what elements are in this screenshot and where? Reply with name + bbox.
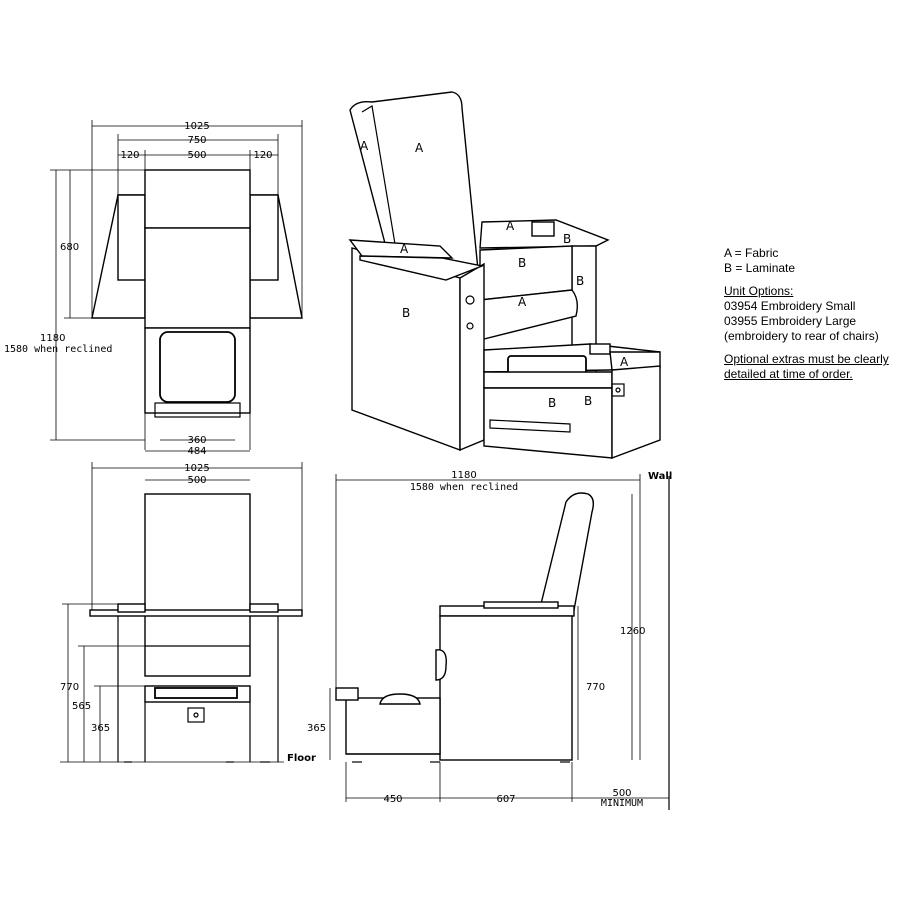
iso-label-a-3: A (400, 242, 409, 256)
iso-label-b-4: B (402, 306, 410, 320)
legend-panel: A = Fabric B = Laminate Unit Options: 03… (724, 246, 900, 382)
wall-label: Wall (648, 471, 672, 482)
dim-top-120-left: 120 (120, 150, 139, 161)
dim-side-1260: 1260 (620, 626, 645, 637)
legend-options-title: Unit Options: (724, 284, 794, 298)
dim-front-770: 770 (60, 682, 79, 693)
dim-top-120-right: 120 (253, 150, 272, 161)
dim-top-484: 484 (187, 446, 206, 457)
legend-option-1: 03954 Embroidery Small (724, 299, 856, 313)
floor-label: Floor (287, 753, 316, 764)
front-view: 1025 500 770 565 365 Floor (60, 462, 316, 764)
dim-top-750: 750 (187, 135, 206, 146)
iso-label-a-1: A (360, 139, 369, 153)
iso-label-b-6: B (584, 394, 592, 408)
legend-option-2: 03955 Embroidery Large (724, 314, 857, 328)
dim-side-607: 607 (496, 794, 515, 805)
iso-label-b-2: B (518, 256, 526, 270)
dim-top-1580-reclined: 1580 when reclined (4, 344, 112, 355)
iso-label-b-3: B (576, 274, 584, 288)
legend-option-3: (embroidery to rear of chairs) (724, 329, 879, 343)
dim-front-565: 565 (72, 701, 91, 712)
dim-side-1180: 1180 (451, 470, 476, 481)
legend-note-1: Optional extras must be clearly (724, 352, 889, 366)
iso-label-a-5: A (518, 295, 527, 309)
dim-top-360: 360 (187, 435, 206, 446)
dim-top-680: 680 (60, 242, 79, 253)
legend-laminate: B = Laminate (724, 261, 796, 275)
top-view: 1025 750 120 500 120 680 1180 1580 when … (4, 120, 303, 457)
dim-side-450: 450 (383, 794, 402, 805)
dim-top-1025: 1025 (184, 121, 209, 132)
dim-front-500: 500 (187, 475, 206, 486)
dim-side-minimum: MINIMUM (601, 798, 643, 809)
iso-label-a-4: A (506, 219, 515, 233)
side-view: 1180 1580 when reclined Wall 1260 770 36… (307, 470, 672, 810)
iso-label-b-5: B (548, 396, 556, 410)
dim-top-1180: 1180 (40, 333, 65, 344)
legend-fabric: A = Fabric (724, 246, 779, 260)
isometric-view: A A A A A A B B B B B B (348, 91, 661, 460)
iso-label-a-2: A (415, 141, 424, 155)
dim-side-500: 500 (612, 788, 631, 799)
legend-note-2: detailed at time of order. (724, 367, 853, 381)
dim-front-365: 365 (91, 723, 110, 734)
iso-label-a-6: A (620, 355, 629, 369)
dim-front-1025: 1025 (184, 463, 209, 474)
iso-label-b-1: B (563, 232, 571, 246)
dim-side-1580-reclined: 1580 when reclined (410, 482, 518, 493)
dim-side-770: 770 (586, 682, 605, 693)
dim-top-500: 500 (187, 150, 206, 161)
dim-side-365: 365 (307, 723, 326, 734)
